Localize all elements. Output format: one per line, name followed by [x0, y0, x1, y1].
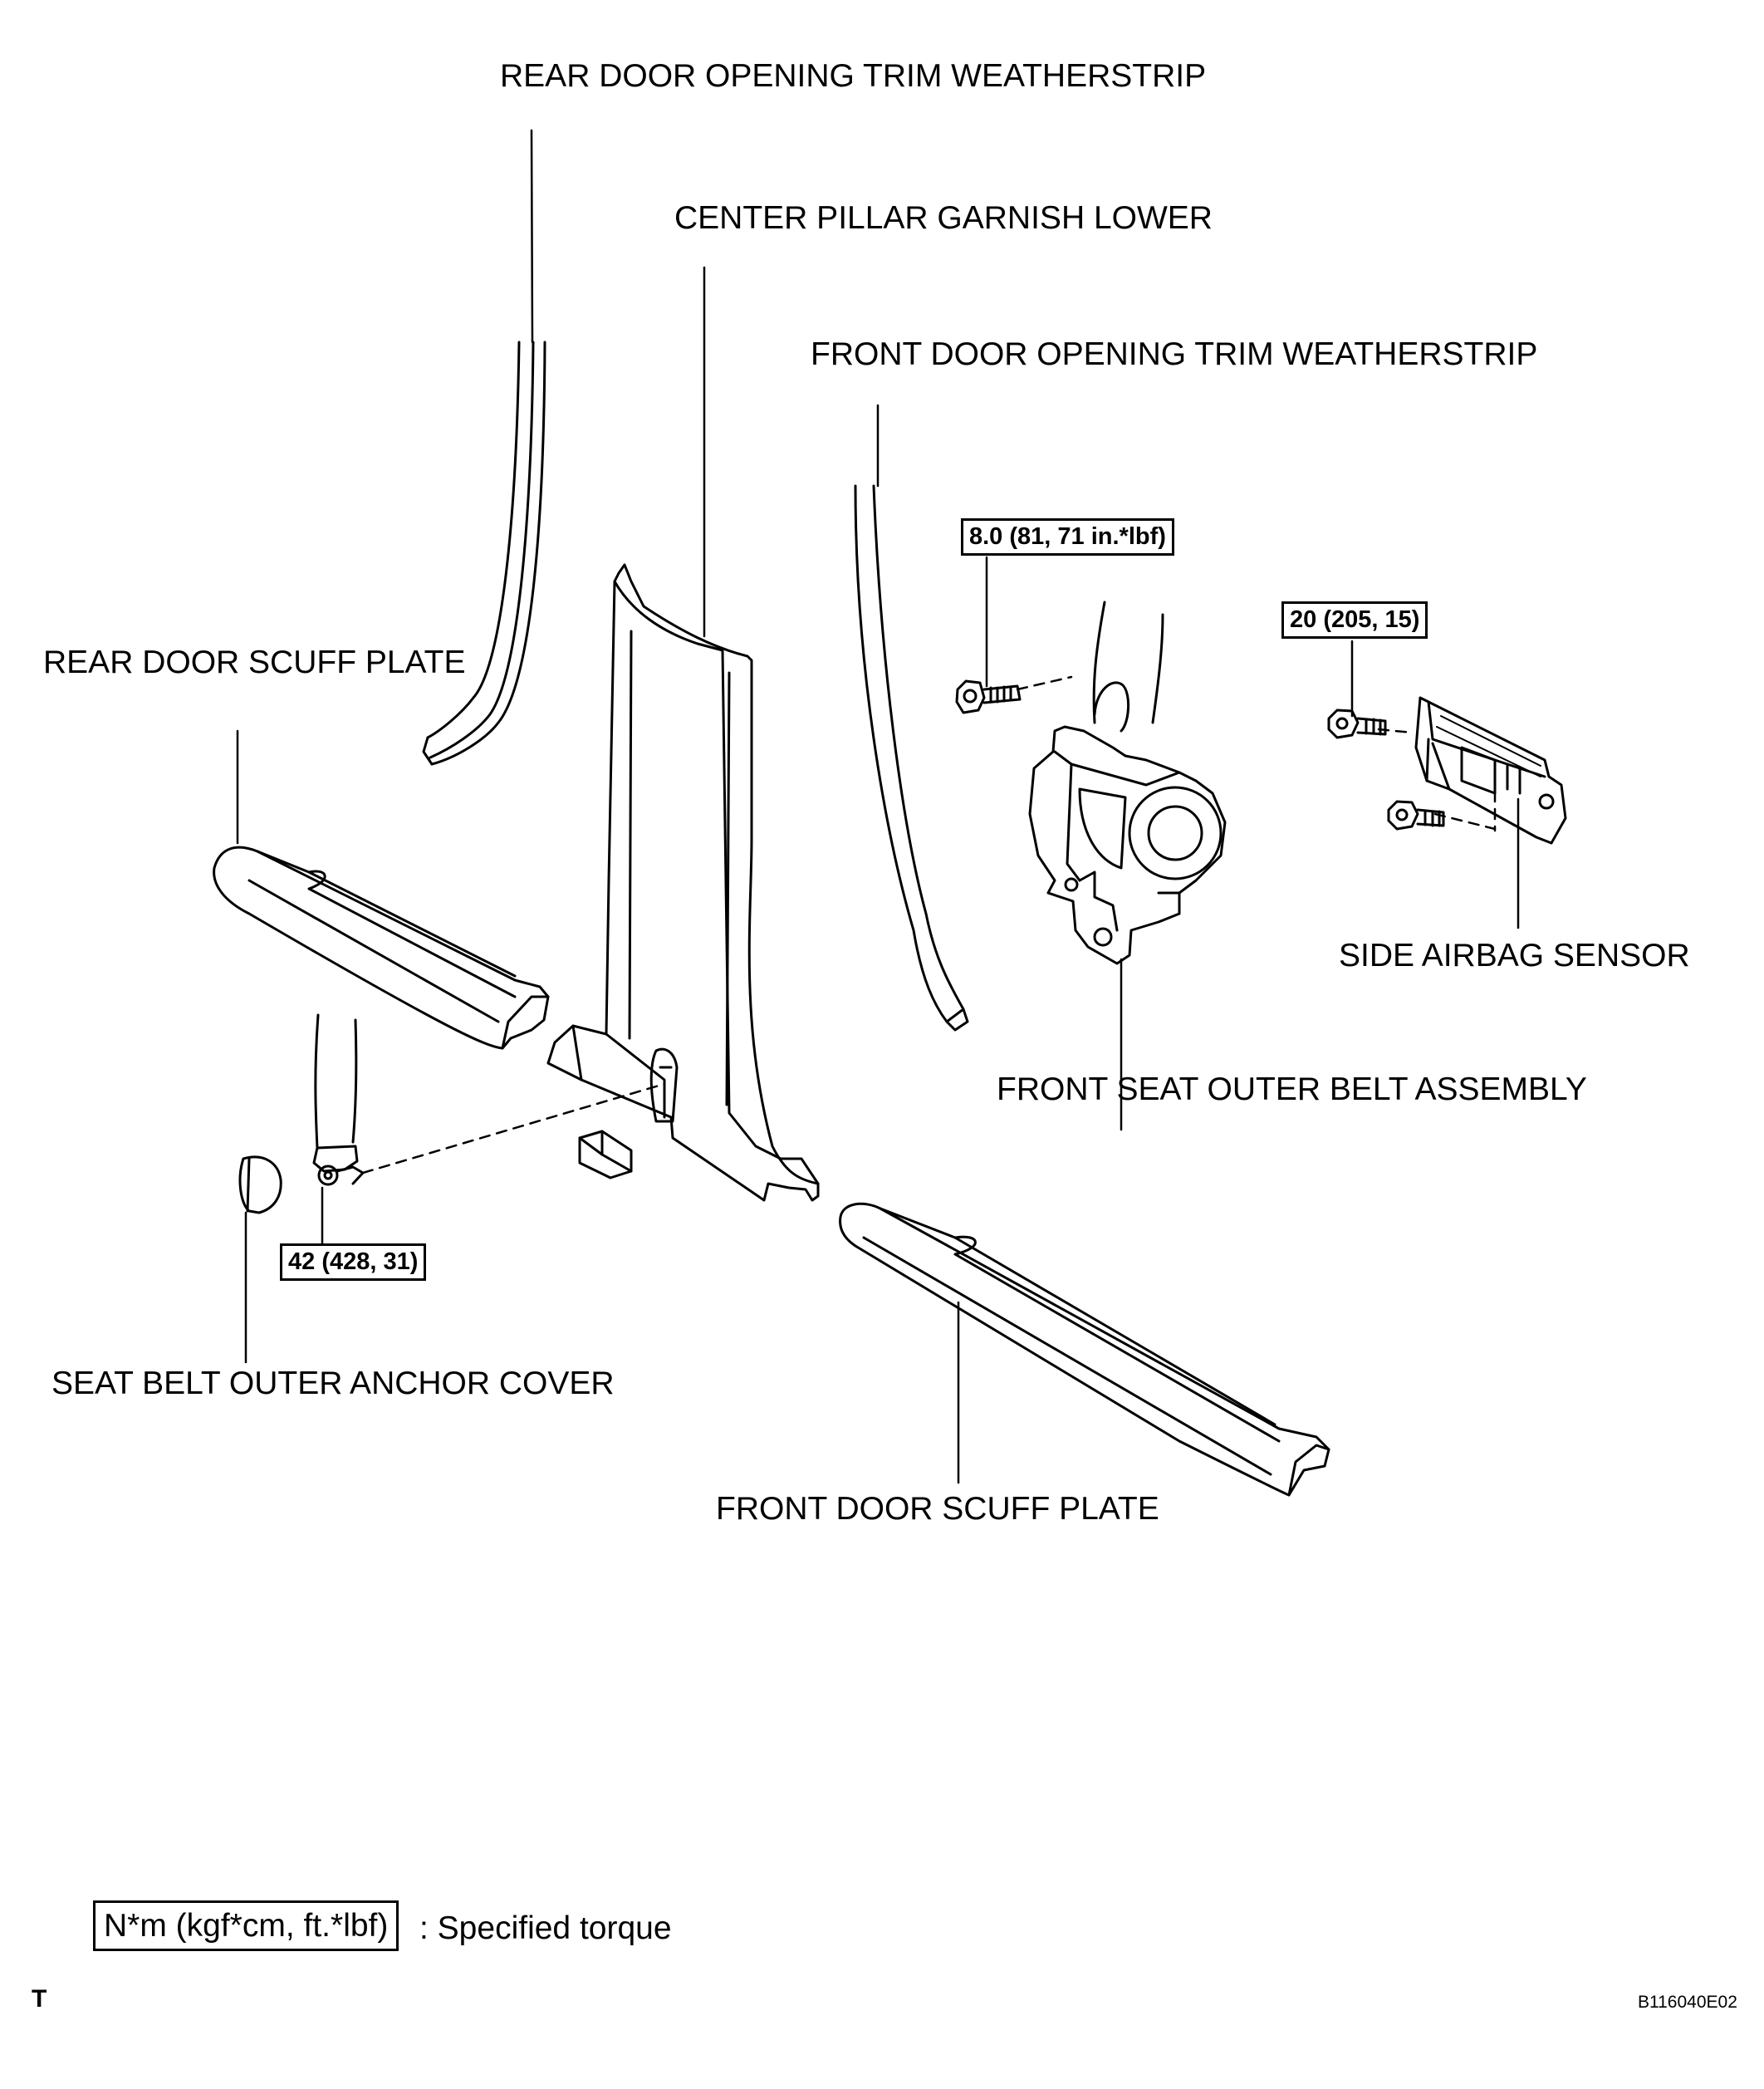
clip-part [578, 1130, 633, 1179]
leader-lines [236, 129, 1520, 1484]
sensor-bolt-upper [1327, 709, 1387, 739]
figure-code: B116040E02 [1638, 1993, 1737, 2012]
sensor-bolt-lower [1387, 800, 1445, 831]
label-front-weatherstrip: FRONT DOOR OPENING TRIM WEATHERSTRIP [811, 336, 1538, 372]
rear-weatherstrip-part [422, 341, 546, 766]
label-front-seat-belt: FRONT SEAT OUTER BELT ASSEMBLY [997, 1071, 1587, 1107]
belt-anchor-part [312, 1013, 365, 1186]
legend-torque-box: N*m (kgf*cm, ft.*lbf) [93, 1900, 399, 1951]
torque-belt-bolt: 8.0 (81, 71 in.*lbf) [961, 518, 1174, 556]
label-rear-weatherstrip: REAR DOOR OPENING TRIM WEATHERSTRIP [500, 58, 1207, 94]
legend-description: : Specified torque [419, 1910, 672, 1946]
center-pillar-part [546, 563, 820, 1202]
corner-mark: T [32, 1985, 47, 2013]
airbag-sensor-part [1414, 696, 1567, 845]
label-center-pillar: CENTER PILLAR GARNISH LOWER [674, 200, 1213, 236]
label-front-scuff-plate: FRONT DOOR SCUFF PLATE [716, 1491, 1159, 1527]
belt-bolt-part [955, 679, 1022, 714]
anchor-cover-part [238, 1155, 282, 1214]
front-scuff-plate-part [839, 1202, 1330, 1497]
label-anchor-cover: SEAT BELT OUTER ANCHOR COVER [51, 1366, 615, 1401]
front-weatherstrip-part [854, 484, 969, 1032]
rear-scuff-plate-part [213, 846, 550, 1050]
belt-retractor-part [1028, 601, 1227, 965]
label-rear-scuff-plate: REAR DOOR SCUFF PLATE [43, 645, 466, 680]
torque-anchor-bolt: 42 (428, 31) [280, 1243, 427, 1281]
torque-sensor-bolt: 20 (205, 15) [1281, 601, 1428, 639]
label-side-airbag-sensor: SIDE AIRBAG SENSOR [1339, 938, 1690, 973]
